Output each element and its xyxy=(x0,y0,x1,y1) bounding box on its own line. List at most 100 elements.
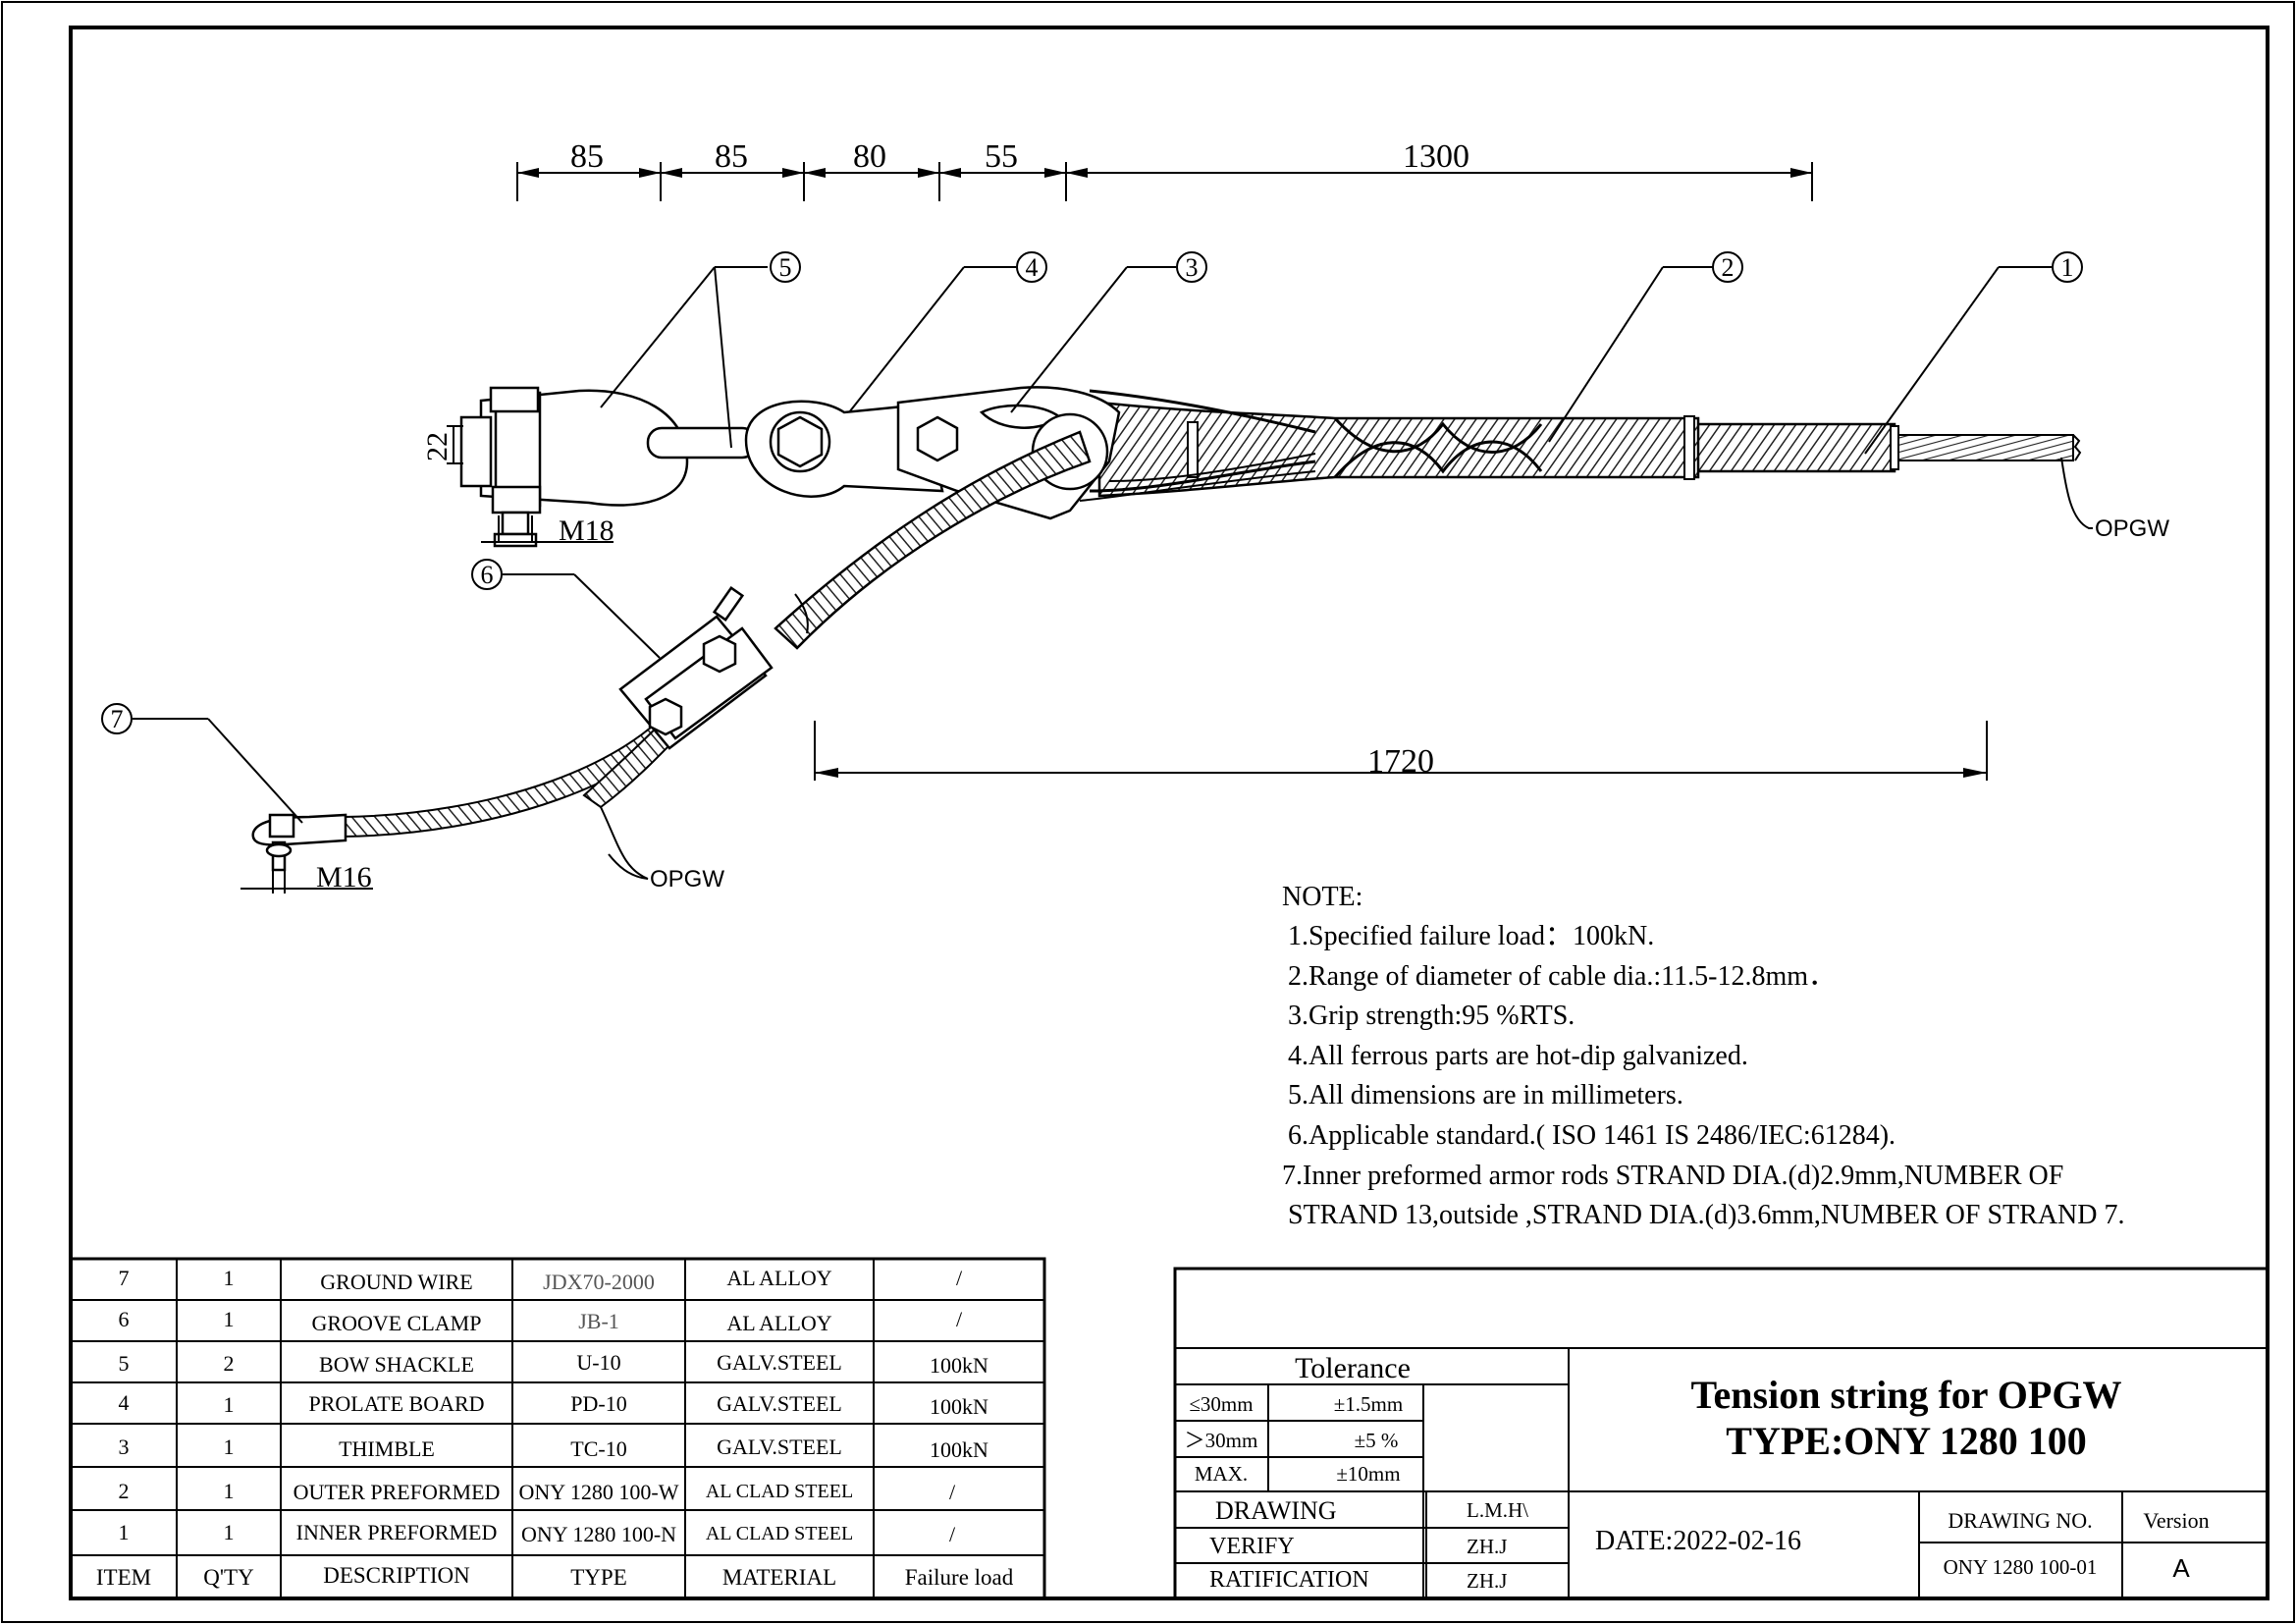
callout-leaders xyxy=(133,266,2093,880)
note-line-2: 2.Range of diameter of cable dia.:11.5-1… xyxy=(1288,961,1836,992)
bom-desc: GROOVE CLAMP xyxy=(312,1311,482,1335)
drawing-no: ONY 1280 100-01 xyxy=(1944,1555,2098,1579)
bom-load: 100kN xyxy=(930,1394,988,1419)
inner-frame xyxy=(69,26,2269,1600)
bom-type: JDX70-2000 xyxy=(543,1270,655,1294)
note-line-1: 1.Specified failure load：100kN. xyxy=(1288,921,1654,951)
note-line-4: 4.All ferrous parts are hot-dip galvaniz… xyxy=(1288,1041,1748,1071)
overall-dimension xyxy=(814,721,1988,781)
dim-80: 80 xyxy=(853,138,886,175)
bom-item: 3 xyxy=(119,1435,130,1459)
title-block-grid xyxy=(1173,1267,2269,1600)
bom-material: GALV.STEEL xyxy=(717,1350,842,1375)
bom-material: AL ALLOY xyxy=(726,1266,831,1290)
bom-qty: 1 xyxy=(224,1520,235,1544)
tol-val-3: ±10mm xyxy=(1336,1462,1400,1486)
bom-material: AL CLAD STEEL xyxy=(706,1481,853,1502)
verify-label: VERIFY xyxy=(1209,1534,1295,1559)
bom-qty: 2 xyxy=(224,1351,235,1376)
dim-85-b: 85 xyxy=(715,138,748,175)
bom-type: ONY 1280 100-W xyxy=(519,1480,679,1504)
bom-item: 4 xyxy=(119,1390,130,1415)
bom-qty: 1 xyxy=(224,1266,235,1290)
bom-row-6: 6 1 GROOVE CLAMP JB-1 AL ALLOY / xyxy=(119,1307,963,1335)
callout-7: 7 xyxy=(111,705,124,733)
drawing-by: L.M.H\ xyxy=(1467,1498,1528,1522)
bom-item: 5 xyxy=(119,1351,130,1376)
note-line-6: 6.Applicable standard.( ISO 1461 IS 2486… xyxy=(1288,1120,1896,1151)
version-label: Version xyxy=(2143,1508,2209,1533)
bom-desc: THIMBLE xyxy=(339,1436,435,1461)
dim-22: 22 xyxy=(421,432,454,461)
bom-type: TC-10 xyxy=(570,1436,626,1461)
callout-4: 4 xyxy=(1026,253,1039,282)
inner-preformed-rod xyxy=(1686,422,1899,473)
bom-row-4: 4 1 PROLATE BOARD PD-10 GALV.STEEL 100kN xyxy=(119,1390,989,1419)
outer-preformed-rod xyxy=(1079,389,1700,502)
dim-1720: 1720 xyxy=(1367,743,1434,780)
bom-type: ONY 1280 100-N xyxy=(521,1522,676,1546)
callout-6: 6 xyxy=(481,561,494,589)
bom-qty: 1 xyxy=(224,1307,235,1331)
bom-qty: 1 xyxy=(224,1435,235,1459)
bom-qty: 1 xyxy=(224,1479,235,1503)
note-line-5: 5.All dimensions are in millimeters. xyxy=(1288,1080,1683,1110)
bom-header-item: ITEM xyxy=(96,1565,151,1590)
small-dims xyxy=(240,425,614,893)
tol-val-1: ±1.5mm xyxy=(1334,1392,1403,1416)
bom-item: 6 xyxy=(119,1307,130,1331)
version-value: A xyxy=(2172,1553,2190,1583)
bom-load: / xyxy=(956,1266,963,1290)
bom-header-material: MATERIAL xyxy=(722,1565,836,1590)
opgw-label-right: OPGW xyxy=(2095,515,2169,542)
bom-row-5: 5 2 BOW SHACKLE U-10 GALV.STEEL 100kN xyxy=(119,1350,989,1378)
ratification-by: ZH.J xyxy=(1467,1569,1507,1593)
bom-row-7: 7 1 GROUND WIRE JDX70-2000 AL ALLOY / xyxy=(119,1266,963,1294)
drawing-no-label: DRAWING NO. xyxy=(1948,1508,2092,1533)
tol-cond-3: MAX. xyxy=(1195,1462,1248,1486)
drawing-title: Tension string for OPGW xyxy=(1691,1373,2122,1417)
bom-material: AL ALLOY xyxy=(726,1311,831,1335)
bom-type: JB-1 xyxy=(578,1309,619,1333)
callout-balloons xyxy=(101,251,2083,734)
tol-cond-1: ≤30mm xyxy=(1189,1392,1253,1416)
dim-m18: M18 xyxy=(559,514,614,547)
bom-item: 2 xyxy=(119,1479,130,1503)
bom-load: 100kN xyxy=(930,1353,988,1378)
ratification-label: RATIFICATION xyxy=(1209,1567,1369,1593)
bom-material: GALV.STEEL xyxy=(717,1435,842,1459)
drawing-label: DRAWING xyxy=(1215,1496,1337,1525)
bom-desc: INNER PREFORMED xyxy=(296,1520,498,1544)
dim-55: 55 xyxy=(985,138,1018,175)
title-block: Tolerance ≤30mm ±1.5mm ＞30mm ±5 % MAX. ±… xyxy=(1185,1352,2210,1593)
note-line-7: 7.Inner preformed armor rods STRAND DIA.… xyxy=(1282,1161,2063,1191)
bom-header-type: TYPE xyxy=(570,1565,627,1590)
bom-load: / xyxy=(949,1522,956,1546)
bom-desc: BOW SHACKLE xyxy=(319,1352,474,1377)
bom-qty: 1 xyxy=(224,1392,235,1417)
bom-desc: OUTER PREFORMED xyxy=(294,1480,501,1504)
prolate-board xyxy=(744,400,944,498)
groove-clamp xyxy=(618,585,774,750)
notes-heading: NOTE: xyxy=(1282,882,1362,912)
tolerance-label: Tolerance xyxy=(1295,1352,1411,1384)
bom-row-2: 2 1 OUTER PREFORMED ONY 1280 100-W AL CL… xyxy=(119,1479,956,1504)
bom-type: U-10 xyxy=(576,1350,620,1375)
dim-m16: M16 xyxy=(316,861,372,893)
bom-item: 7 xyxy=(119,1266,130,1290)
bom-load: / xyxy=(956,1307,963,1331)
bom-table-grid xyxy=(69,1257,1046,1600)
bow-shackle xyxy=(459,386,758,548)
bom-table: 7 1 GROUND WIRE JDX70-2000 AL ALLOY / 6 … xyxy=(96,1266,1014,1590)
note-line-8: STRAND 13,outside ,STRAND DIA.(d)3.6mm,N… xyxy=(1288,1200,2124,1230)
bom-row-3: 3 1 THIMBLE TC-10 GALV.STEEL 100kN xyxy=(119,1435,989,1462)
opgw-label-lower: OPGW xyxy=(650,866,724,893)
bom-header-qty: Q'TY xyxy=(203,1565,254,1590)
verify-by: ZH.J xyxy=(1467,1535,1507,1558)
bom-row-1: 1 1 INNER PREFORMED ONY 1280 100-N AL CL… xyxy=(119,1520,956,1546)
callout-1: 1 xyxy=(2061,253,2074,282)
drawing-type: TYPE:ONY 1280 100 xyxy=(1726,1419,2086,1463)
bom-header: ITEM Q'TY DESCRIPTION TYPE MATERIAL Fail… xyxy=(96,1563,1014,1590)
